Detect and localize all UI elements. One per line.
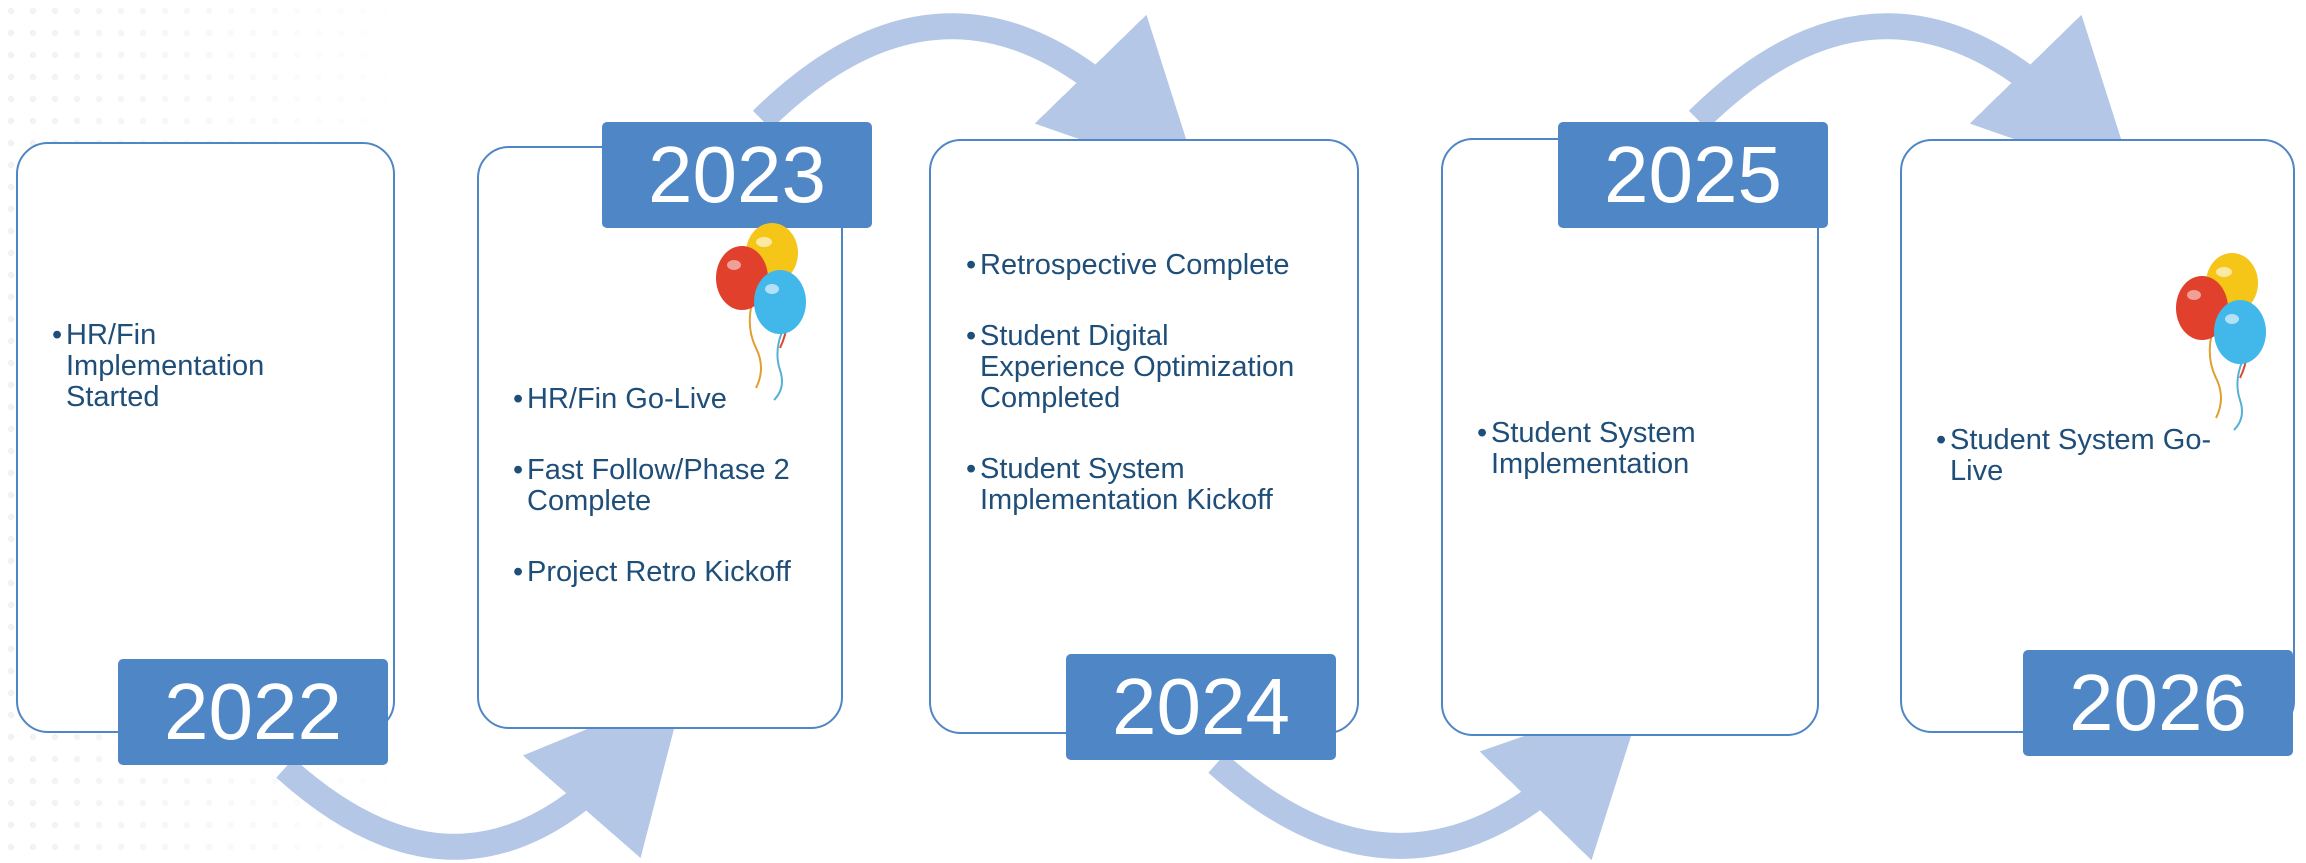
milestone-item: Student System Implementation — [1477, 418, 1777, 480]
milestone-card-2024 — [929, 139, 1359, 734]
milestone-list-2023: HR/Fin Go-Live Fast Follow/Phase 2 Compl… — [513, 384, 823, 628]
milestone-item: Fast Follow/Phase 2 Complete — [513, 455, 823, 517]
milestone-list-2026: Student System Go-Live — [1936, 425, 2226, 527]
milestone-item: Student System Go-Live — [1936, 425, 2226, 487]
milestone-card-2022 — [16, 142, 395, 733]
milestone-item: Student System Implementation Kickoff — [966, 454, 1311, 516]
milestone-item: Student Digital Experience Optimization … — [966, 321, 1311, 414]
milestone-item: HR/Fin Implementation Started — [52, 320, 352, 413]
year-label-2023: 2023 — [602, 122, 872, 228]
arrow-2024-to-2025 — [1208, 694, 1645, 861]
milestone-list-2024: Retrospective Complete Student Digital E… — [966, 250, 1311, 556]
year-label-2024: 2024 — [1066, 654, 1336, 760]
milestone-list-2022: HR/Fin Implementation Started — [52, 320, 352, 453]
arrow-2022-to-2023 — [276, 689, 685, 860]
year-label-2026: 2026 — [2023, 650, 2293, 756]
year-label-2022: 2022 — [118, 659, 388, 765]
milestone-list-2025: Student System Implementation — [1477, 418, 1777, 520]
year-label-2025: 2025 — [1558, 122, 1828, 228]
balloons-icon — [716, 223, 806, 401]
arrow-2023-to-2024 — [752, 13, 1200, 181]
balloons-icon — [2176, 253, 2266, 431]
milestone-item: Retrospective Complete — [966, 250, 1311, 281]
arrow-2025-to-2026 — [1688, 13, 2135, 181]
milestone-item: HR/Fin Go-Live — [513, 384, 823, 415]
milestone-item: Project Retro Kickoff — [513, 557, 823, 588]
